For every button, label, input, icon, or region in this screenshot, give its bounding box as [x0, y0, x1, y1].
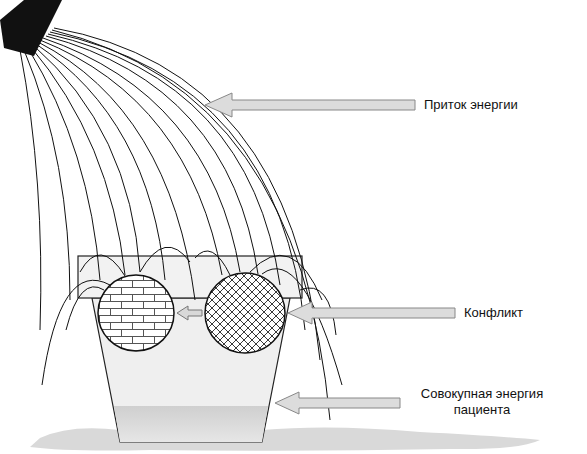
brick-circle: [98, 275, 174, 351]
callout-label: Приток энергии: [424, 97, 574, 113]
callout-label: Конфликт: [464, 305, 574, 321]
hatched-circle: [205, 273, 285, 353]
pointer-arrow: [205, 93, 415, 117]
water-level: [114, 406, 268, 442]
callout-label: Совокупная энергия пациента: [404, 386, 560, 418]
conflict-arrow-small: [177, 306, 202, 320]
pointer-arrow: [288, 302, 455, 324]
water-streams: [20, 28, 342, 420]
pointer-arrow: [275, 392, 400, 414]
puddle: [30, 427, 540, 450]
